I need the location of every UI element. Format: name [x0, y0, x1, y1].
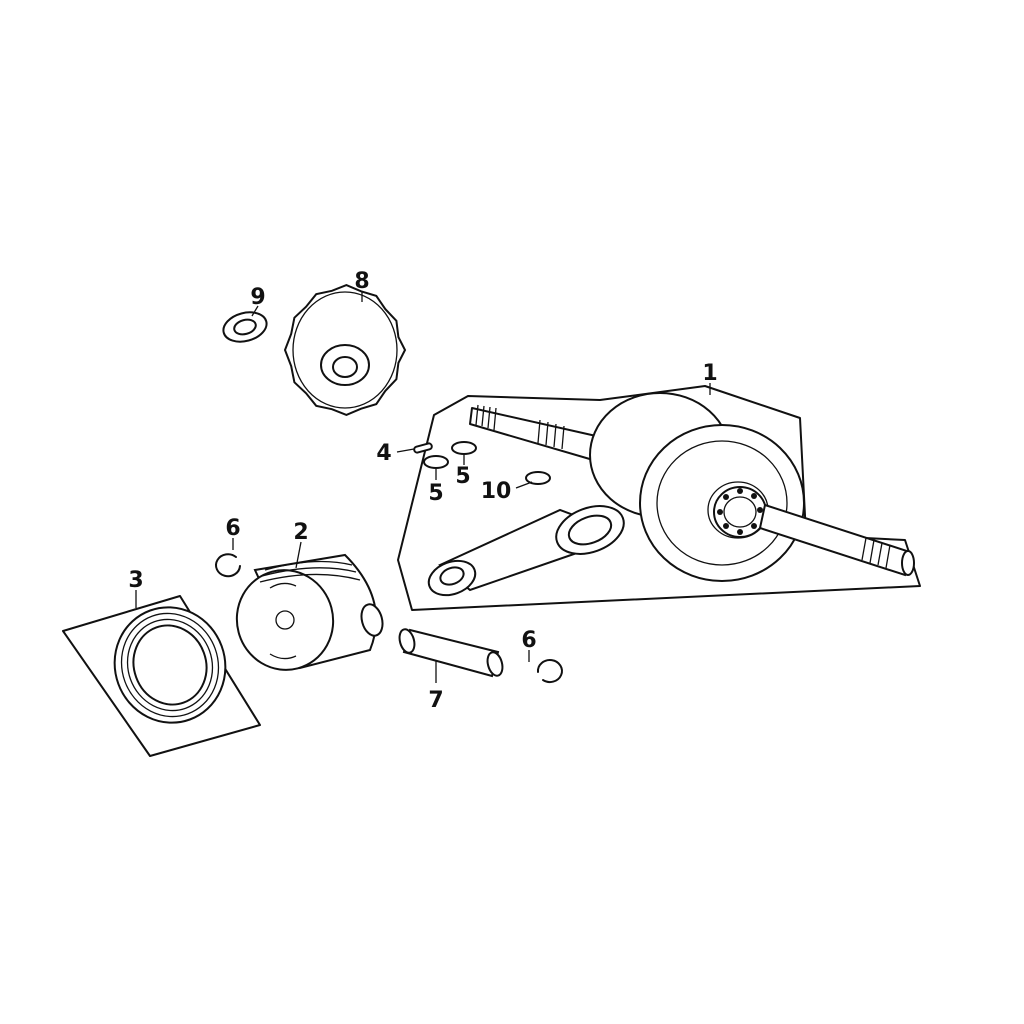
callout-6-lower: 6	[521, 628, 536, 653]
callout-8: 8	[354, 269, 369, 294]
piston-pin-part	[398, 628, 504, 678]
leader-lines	[135, 291, 711, 683]
callout-5a: 5	[428, 481, 443, 506]
piston-part	[235, 553, 384, 671]
washer-part	[222, 311, 268, 343]
crankshaft-assembly	[397, 385, 921, 611]
keys-part	[413, 441, 551, 485]
callout-3: 3	[128, 568, 143, 593]
gear-part	[283, 284, 407, 416]
callout-4: 4	[376, 441, 391, 466]
clip-upper-part	[215, 553, 241, 578]
callout-1: 1	[702, 361, 717, 386]
callout-6-upper: 6	[225, 516, 240, 541]
callout-7: 7	[428, 688, 443, 713]
callout-9: 9	[250, 285, 265, 310]
callout-10: 10	[481, 479, 512, 504]
clip-lower-part	[536, 659, 563, 683]
piston-rings-part	[62, 595, 261, 757]
callout-2: 2	[293, 520, 308, 545]
callout-5b: 5	[455, 464, 470, 489]
